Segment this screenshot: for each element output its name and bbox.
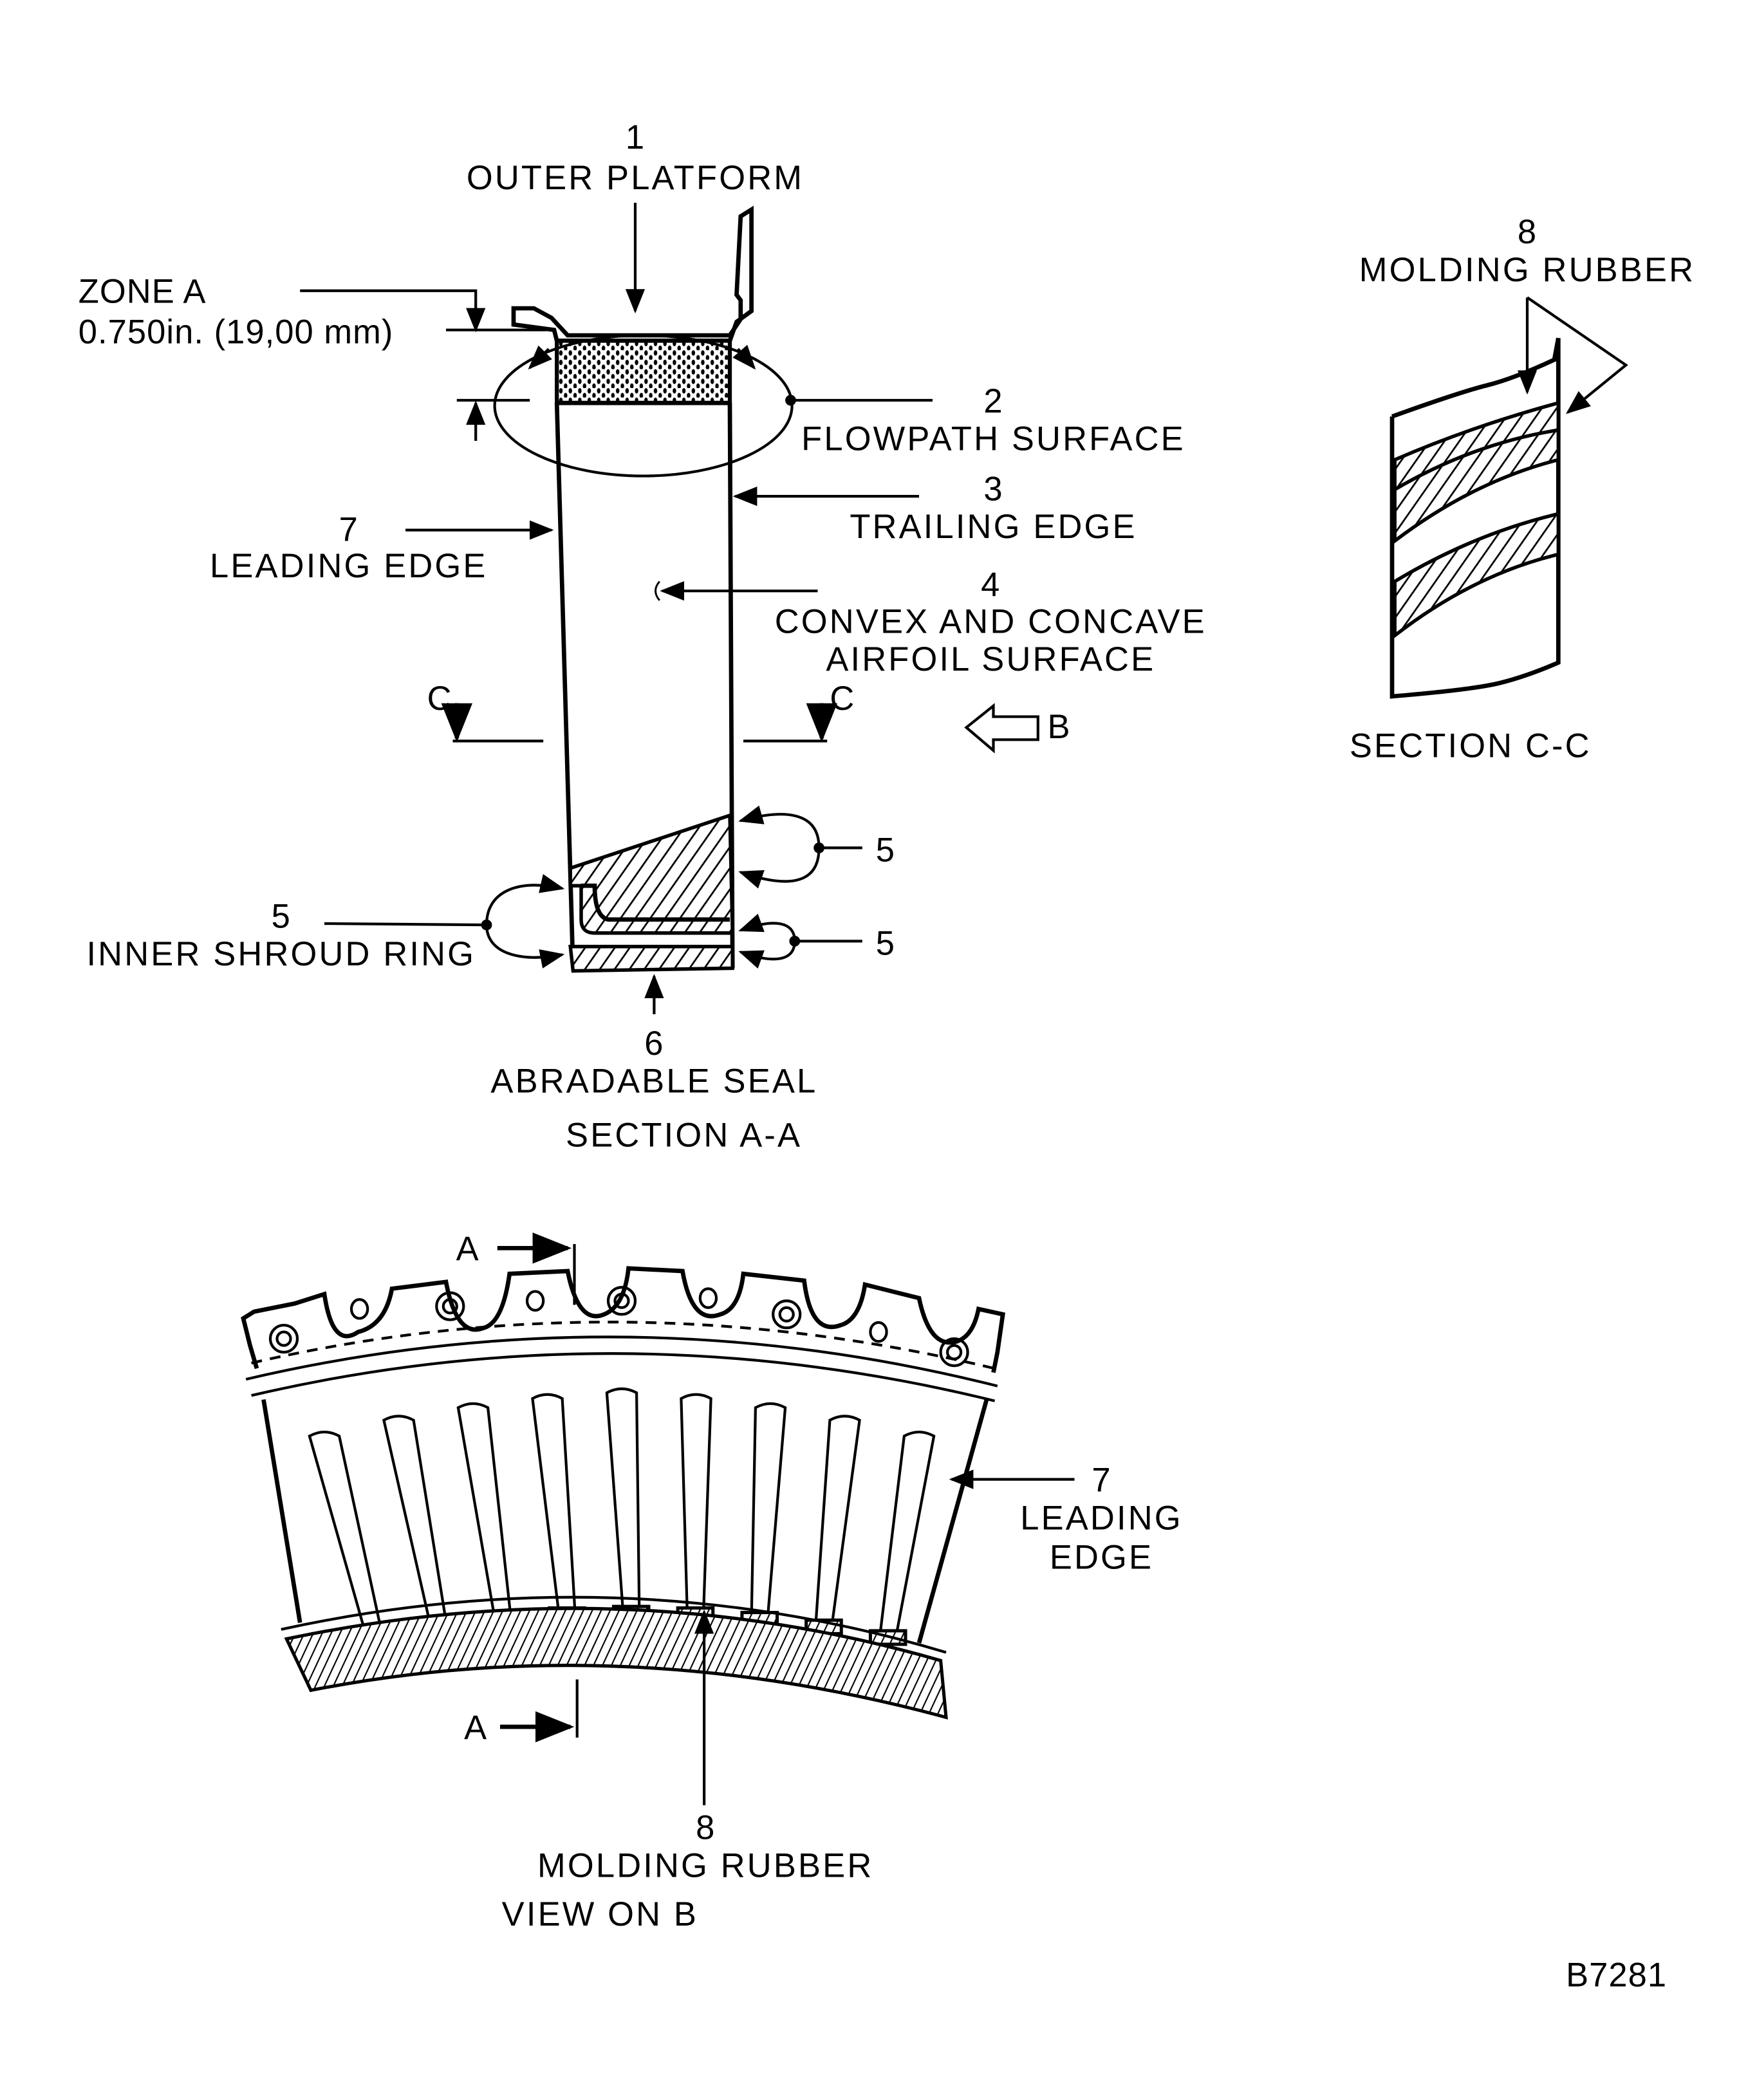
abradable-seal: [568, 945, 734, 973]
leading-edge-line: [916, 1398, 989, 1644]
vanes: [261, 1387, 989, 1646]
callout-5a-arc-top: [738, 805, 821, 848]
callout-5c-label: INNER SHROUD RING: [86, 935, 476, 973]
callout-2-label: FLOWPATH SURFACE: [801, 420, 1185, 458]
callout-1-number: 1: [626, 118, 645, 156]
section-cc-callout-number: 8: [1518, 213, 1537, 251]
section-c-left-label: C: [427, 680, 452, 718]
view-b-inner-shroud-band: [284, 1606, 948, 1720]
hole-icon: [525, 1290, 545, 1312]
zone-a-dimension: 0.750in. (19,00 mm): [79, 313, 394, 351]
vane: [531, 1393, 577, 1615]
callout-4-number: 4: [981, 566, 1000, 604]
bolt-hole-icon: [606, 1286, 637, 1316]
flowpath-ellipse: [493, 333, 794, 478]
callout-5a-number: 5: [876, 831, 895, 869]
section-cc-outline: [1390, 337, 1561, 699]
zone-a-title: ZONE A: [79, 273, 207, 311]
callout-3-number: 3: [983, 470, 1003, 508]
callout-1-label: OUTER PLATFORM: [467, 159, 804, 197]
callout-8-cc-arrow-b: [1526, 296, 1628, 414]
callout-5c-number: 5: [272, 897, 291, 935]
callout-7-label: LEADING EDGE: [210, 547, 488, 585]
callout-7-number: 7: [339, 510, 358, 548]
zone-a-shaded-area: [555, 339, 732, 405]
bolt-hole-icon: [613, 1292, 630, 1309]
vane: [605, 1387, 641, 1613]
view-b-inner-shroud: [281, 1595, 947, 1654]
figure-id: B7281: [1566, 1956, 1667, 1994]
section-cc-callout-label: MOLDING RUBBER: [1359, 251, 1695, 289]
molding-rubber-band-2: [1393, 427, 1561, 544]
vane: [814, 1415, 861, 1627]
section-a-top-label: A: [456, 1230, 479, 1268]
view-on-b: A A 7 LEADING EDGE 8 MOLDING RUBBER VIEW…: [241, 1230, 1182, 1933]
bolt-hole-icon: [435, 1291, 465, 1321]
view-b-callout-8-number: 8: [696, 1808, 715, 1846]
section-cc: 8 MOLDING RUBBER SECTION C-C: [1350, 213, 1695, 765]
view-b-callout-7-label-line2: EDGE: [1050, 1538, 1153, 1576]
bolt-hole-icon: [275, 1330, 292, 1347]
inner-shroud-ring: [568, 813, 734, 935]
callout-3-label: TRAILING EDGE: [850, 508, 1137, 546]
surface-squiggle-icon: [655, 581, 660, 601]
vane: [382, 1415, 449, 1627]
callout-5c-arc-top: [485, 874, 565, 925]
outer-platform-shape: [511, 205, 754, 343]
view-b-callout-7-label-line1: LEADING: [1020, 1499, 1182, 1537]
callout-5b-arc-bottom: [738, 941, 796, 969]
flowpath-arrow-left: [528, 345, 552, 370]
zone-a-leader: [300, 289, 486, 333]
vane: [308, 1430, 384, 1638]
callout-4-label-line1: CONVEX AND CONCAVE: [775, 602, 1207, 640]
section-cc-title: SECTION C-C: [1350, 727, 1592, 765]
callout-4-label-line2: AIRFOIL SURFACE: [826, 640, 1155, 678]
vane-edge-left: [261, 1399, 302, 1623]
callout-5b-arc-top: [738, 913, 796, 942]
callout-5c-arc-bottom: [485, 925, 565, 969]
view-b-platform-rail: [245, 1335, 998, 1388]
view-b-outer-platform: [241, 1266, 1005, 1373]
view-b-arrow-icon: [964, 703, 1039, 754]
flowpath-arrow-right: [732, 344, 756, 370]
bolt-holes: [268, 1286, 969, 1368]
bolt-hole-icon: [778, 1306, 795, 1323]
bolt-hole-icon: [442, 1298, 458, 1315]
vane: [878, 1430, 936, 1638]
view-b-callout-8-label: MOLDING RUBBER: [537, 1846, 873, 1884]
molding-rubber-band-3: [1393, 511, 1561, 640]
view-b-callout-7-number: 7: [1092, 1461, 1111, 1499]
vane: [750, 1402, 787, 1620]
section-c-right-label: C: [830, 680, 855, 718]
bolt-hole-icon: [946, 1344, 963, 1361]
callout-5a-arc-bottom: [738, 848, 821, 889]
vane: [456, 1402, 513, 1620]
view-b-platform-underside: [251, 1352, 996, 1402]
section-aa-title: SECTION A-A: [566, 1117, 802, 1155]
callout-5c-leader: [324, 922, 487, 927]
bolt-hole-icon: [772, 1299, 802, 1330]
bolt-hole-icon: [939, 1337, 969, 1368]
callout-5b-number: 5: [876, 924, 895, 962]
callout-6-label: ABRADABLE SEAL: [490, 1063, 817, 1101]
callout-2-dot: [785, 395, 796, 406]
view-on-b-title: VIEW ON B: [502, 1895, 698, 1933]
hole-icon: [698, 1287, 718, 1309]
vane: [680, 1393, 712, 1615]
callout-6-number: 6: [644, 1025, 664, 1063]
callout-2-number: 2: [983, 382, 1003, 420]
bolt-hole-icon: [268, 1323, 299, 1354]
view-b-label: B: [1048, 708, 1071, 746]
hole-icon: [869, 1321, 888, 1343]
inner-shroud-channel: [581, 883, 730, 922]
section-a-bottom-label: A: [464, 1709, 487, 1747]
hole-icon: [349, 1298, 369, 1320]
section-aa: 1 OUTER PLATFORM ZONE A 0.750in. (19,00 …: [79, 118, 1207, 1155]
